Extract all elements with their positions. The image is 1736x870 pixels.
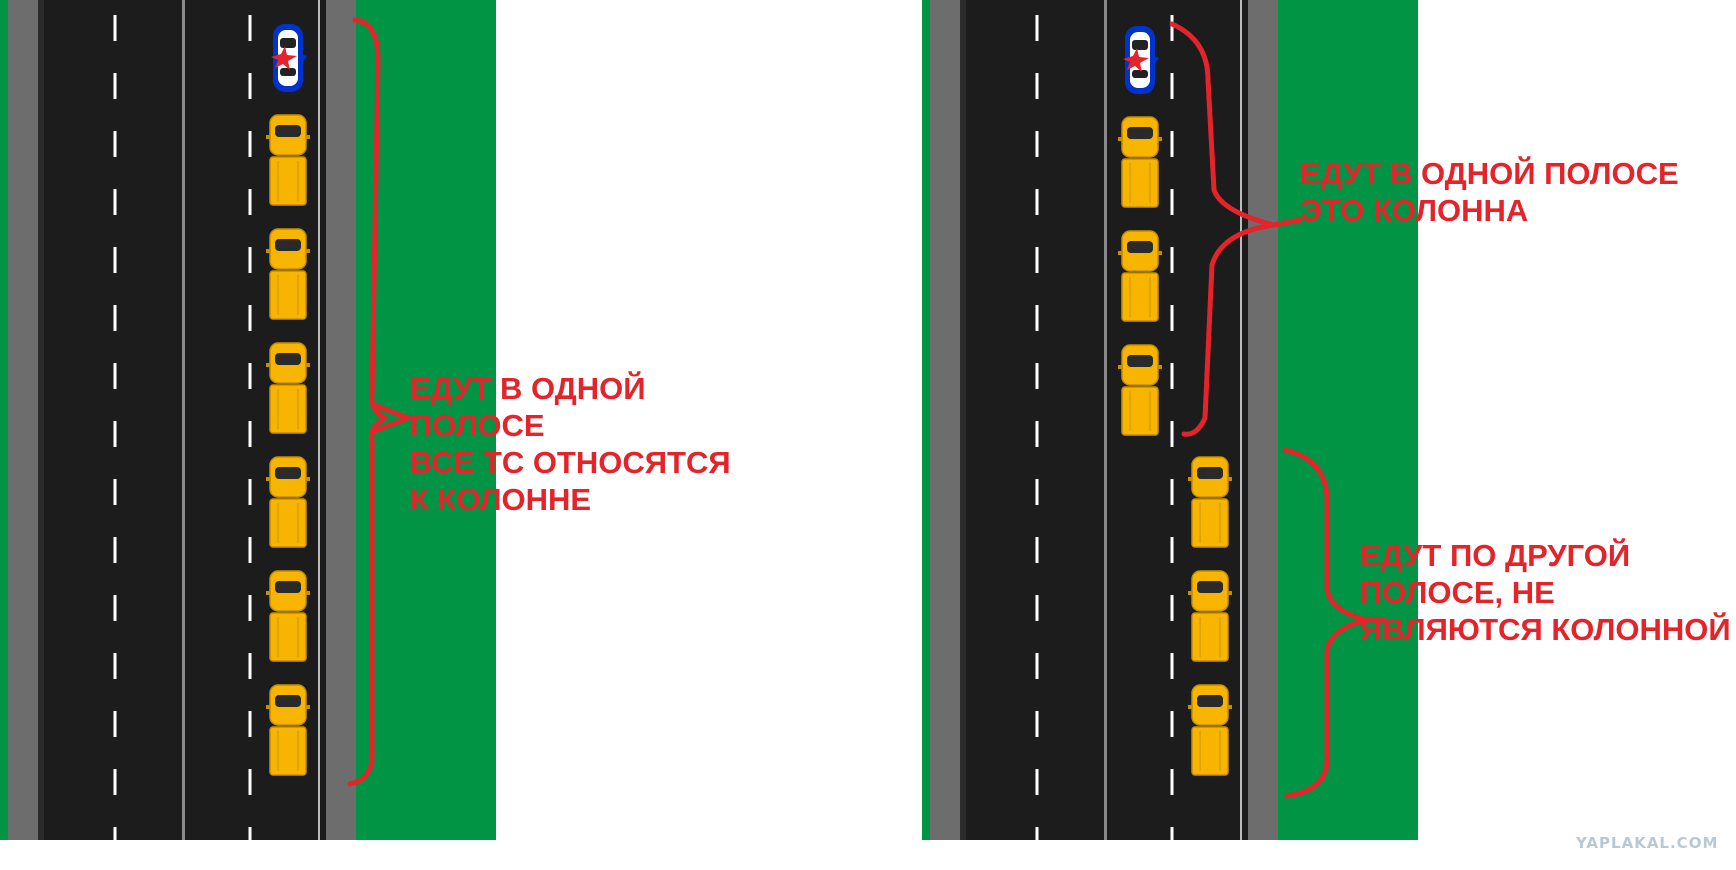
lane-dash bbox=[113, 15, 117, 41]
lane-dash bbox=[113, 537, 117, 563]
lane-dash bbox=[113, 595, 117, 621]
lane-dash bbox=[1035, 653, 1039, 679]
lane-dash bbox=[1035, 189, 1039, 215]
truck-icon bbox=[1118, 230, 1162, 322]
truck-icon bbox=[266, 228, 310, 320]
lane-dash bbox=[248, 479, 252, 505]
lane-dash bbox=[113, 479, 117, 505]
edge-line-right bbox=[318, 0, 320, 840]
lane-dash bbox=[1170, 15, 1174, 41]
lane-divider-solid bbox=[1104, 0, 1107, 840]
grass-left-strip bbox=[0, 0, 8, 840]
panel-two-lanes bbox=[922, 0, 1418, 853]
barrier-left bbox=[960, 0, 966, 840]
lane-dash bbox=[1035, 769, 1039, 795]
lane-dash bbox=[248, 537, 252, 563]
grass-left-strip bbox=[922, 0, 930, 840]
lane-dash bbox=[1035, 363, 1039, 389]
lane-dash bbox=[1170, 653, 1174, 679]
lane-dash bbox=[1170, 711, 1174, 737]
lane-dash bbox=[248, 711, 252, 737]
shoulder-left bbox=[8, 0, 38, 840]
watermark: YAPLAKAL.COM bbox=[1576, 834, 1719, 852]
truck-icon bbox=[1118, 344, 1162, 436]
lane-dash bbox=[1035, 479, 1039, 505]
grass-right bbox=[1278, 0, 1418, 840]
lane-dash bbox=[1170, 595, 1174, 621]
label-one-lane-column: ЕДУТ В ОДНОЙ ПОЛОСЕ ВСЕ ТС ОТНОСЯТСЯ К К… bbox=[410, 371, 731, 517]
police-car-icon bbox=[271, 24, 307, 92]
truck-icon bbox=[266, 456, 310, 548]
lane-dash bbox=[1170, 769, 1174, 795]
lane-dash bbox=[248, 73, 252, 99]
lane-dash bbox=[248, 653, 252, 679]
police-light-icon bbox=[1123, 48, 1149, 72]
lane-dash bbox=[1170, 247, 1174, 273]
lane-dash bbox=[248, 769, 252, 795]
truck-icon bbox=[1118, 116, 1162, 208]
truck-icon bbox=[1188, 684, 1232, 776]
lane-dash bbox=[1170, 479, 1174, 505]
shoulder-right bbox=[1248, 0, 1278, 840]
lane-dash bbox=[1035, 305, 1039, 331]
lane-dash bbox=[113, 363, 117, 389]
lane-dash bbox=[1170, 421, 1174, 447]
lane-dash bbox=[113, 73, 117, 99]
lane-dash bbox=[1035, 595, 1039, 621]
lane-dash bbox=[248, 305, 252, 331]
truck-icon bbox=[1188, 570, 1232, 662]
truck-icon bbox=[1188, 456, 1232, 548]
lane-dash bbox=[1170, 827, 1174, 853]
barrier-left bbox=[38, 0, 44, 840]
label-not-column: ЕДУТ ПО ДРУГОЙ ПОЛОСЕ, НЕ ЯВЛЯЮТСЯ КОЛОН… bbox=[1360, 538, 1731, 647]
lane-dash bbox=[113, 247, 117, 273]
police-light-icon bbox=[271, 46, 297, 70]
brace-tip bbox=[1271, 217, 1303, 228]
lane-dash bbox=[1035, 131, 1039, 157]
shoulder-left bbox=[930, 0, 960, 840]
lane-dash bbox=[1170, 537, 1174, 563]
lane-dash bbox=[113, 131, 117, 157]
lane-dash bbox=[113, 711, 117, 737]
edge-line-right bbox=[1240, 0, 1242, 840]
lane-dash bbox=[248, 247, 252, 273]
annotation-brace-all bbox=[347, 17, 388, 787]
lane-dash bbox=[1035, 711, 1039, 737]
lane-divider-solid bbox=[182, 0, 185, 840]
lane-dash bbox=[1170, 305, 1174, 331]
lane-dash bbox=[1035, 827, 1039, 853]
label-column: ЕДУТ В ОДНОЙ ПОЛОСЕ ЭТО КОЛОННА bbox=[1300, 156, 1679, 228]
truck-icon bbox=[266, 342, 310, 434]
truck-icon bbox=[266, 684, 310, 776]
lane-dash bbox=[113, 189, 117, 215]
lane-dash bbox=[248, 421, 252, 447]
lane-dash bbox=[1170, 189, 1174, 215]
lane-dash bbox=[248, 15, 252, 41]
shoulder-right bbox=[326, 0, 356, 840]
lane-dash bbox=[1035, 537, 1039, 563]
lane-dash bbox=[1035, 421, 1039, 447]
lane-dash bbox=[113, 653, 117, 679]
lane-dash bbox=[113, 769, 117, 795]
police-car-icon bbox=[1123, 26, 1159, 94]
lane-dash bbox=[248, 131, 252, 157]
lane-dash bbox=[113, 421, 117, 447]
lane-dash bbox=[248, 189, 252, 215]
lane-dash bbox=[248, 827, 252, 853]
brace-tip bbox=[369, 401, 415, 435]
lane-dash bbox=[1035, 15, 1039, 41]
truck-icon bbox=[266, 114, 310, 206]
lane-dash bbox=[1170, 131, 1174, 157]
truck-icon bbox=[266, 570, 310, 662]
lane-dash bbox=[1035, 73, 1039, 99]
lane-dash bbox=[248, 363, 252, 389]
panel-single-lane bbox=[0, 0, 496, 853]
lane-dash bbox=[248, 595, 252, 621]
lane-dash bbox=[1035, 247, 1039, 273]
lane-dash bbox=[113, 305, 117, 331]
lane-dash bbox=[1170, 363, 1174, 389]
lane-dash bbox=[1170, 73, 1174, 99]
lane-dash bbox=[113, 827, 117, 853]
